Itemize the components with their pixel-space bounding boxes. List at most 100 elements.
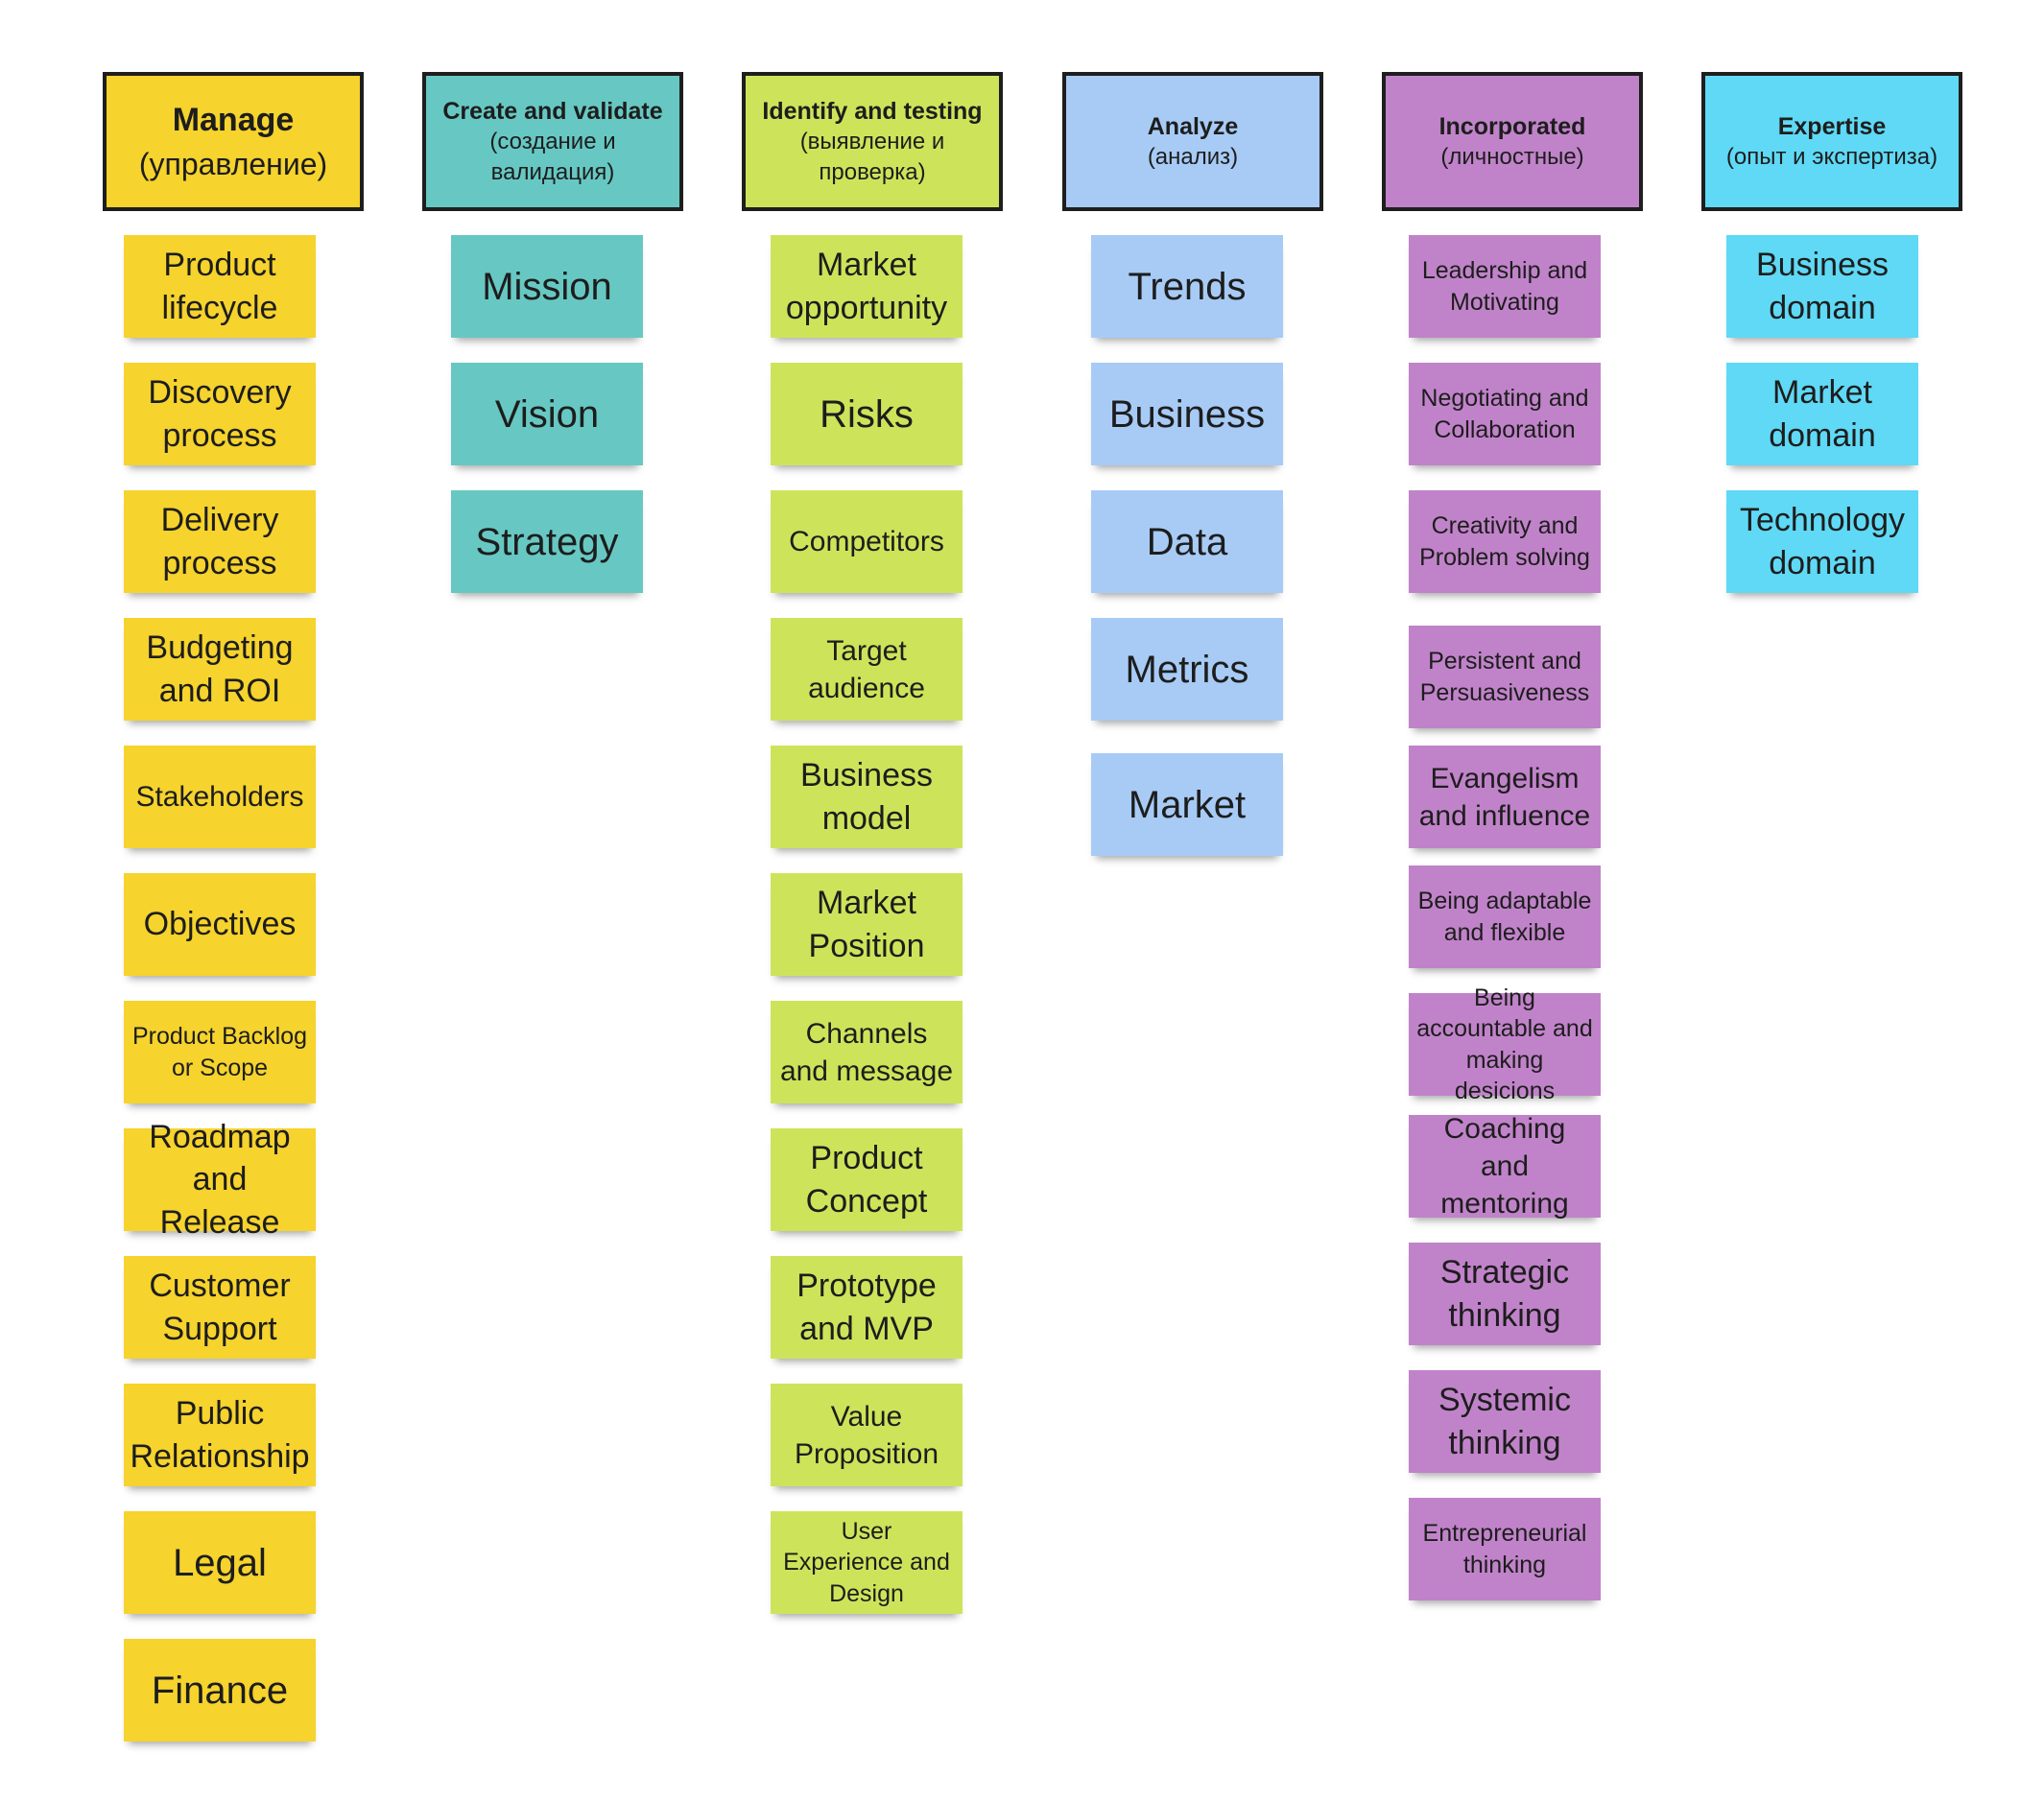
note-text: Strategic thinking — [1439, 1254, 1570, 1334]
sticky-note[interactable]: Leadership and Motivating — [1409, 235, 1601, 338]
note-text: Product lifecycle — [161, 247, 278, 326]
note-text: Channels and message — [779, 1017, 954, 1087]
sticky-note[interactable]: Business domain — [1726, 235, 1918, 338]
sticky-note[interactable]: Value Proposition — [771, 1384, 963, 1486]
sticky-note[interactable]: Market Position — [771, 873, 963, 976]
note-text: Budgeting and ROI — [146, 629, 294, 709]
sticky-note[interactable]: Evangelism and influence — [1409, 746, 1601, 848]
note-text: Target audience — [808, 634, 925, 704]
note-text: Delivery process — [160, 502, 279, 581]
sticky-note[interactable]: Product lifecycle — [124, 235, 316, 338]
note-text: Negotiating and Collaboration — [1420, 385, 1589, 443]
note-text: Customer Support — [149, 1268, 291, 1347]
note-text: Data — [1146, 520, 1228, 563]
note-text: Prototype and MVP — [796, 1268, 937, 1347]
sticky-note[interactable]: Persistent and Persuasiveness — [1409, 626, 1601, 728]
sticky-note[interactable]: Creativity and Problem solving — [1409, 490, 1601, 593]
note-text: Vision — [494, 392, 600, 436]
sticky-note[interactable]: Mission — [451, 235, 643, 338]
sticky-note[interactable]: Product Backlog or Scope — [124, 1001, 316, 1103]
sticky-note[interactable]: Business model — [771, 746, 963, 848]
sticky-note[interactable]: Customer Support — [124, 1256, 316, 1359]
column-header-incorporated[interactable]: Incorporated (личностные) — [1382, 72, 1643, 211]
note-text: Finance — [151, 1669, 289, 1712]
sticky-note[interactable]: Strategic thinking — [1409, 1243, 1601, 1345]
column-header-identify-and-testing[interactable]: Identify and testing (выявление и провер… — [742, 72, 1003, 211]
note-text: Market Position — [808, 885, 925, 964]
sticky-note[interactable]: User Experience and Design — [771, 1511, 963, 1614]
note-text: Legal — [173, 1541, 267, 1584]
column-header-expertise[interactable]: Expertise (опыт и экспертиза) — [1701, 72, 1962, 211]
note-text: Competitors — [789, 526, 944, 557]
sticky-note[interactable]: Trends — [1091, 235, 1283, 338]
column-header-create-and-validate[interactable]: Create and validate (создание и валидаци… — [422, 72, 683, 211]
sticky-note[interactable]: Metrics — [1091, 618, 1283, 721]
note-text: Business domain — [1756, 247, 1889, 326]
column-subtitle: (создание и валидация) — [489, 128, 616, 185]
column-subtitle: (личностные) — [1440, 143, 1584, 170]
note-text: Evangelism and influence — [1418, 762, 1591, 832]
sticky-note[interactable]: Data — [1091, 490, 1283, 593]
note-text: Being adaptable and flexible — [1417, 888, 1592, 946]
sticky-note[interactable]: Vision — [451, 363, 643, 465]
note-text: Entrepreneurial thinking — [1422, 1520, 1587, 1578]
note-text: Value Proposition — [794, 1400, 939, 1470]
note-text: Stakeholders — [135, 781, 304, 813]
column-subtitle: (выявление и проверка) — [799, 128, 945, 185]
sticky-note[interactable]: Coaching and mentoring — [1409, 1113, 1601, 1220]
column-subtitle: (анализ) — [1147, 143, 1239, 170]
note-text: Being accountable and making desicions — [1416, 983, 1593, 1105]
sticky-note[interactable]: Budgeting and ROI — [124, 618, 316, 721]
column-manage: Manage (управление) Product lifecycle Di… — [103, 72, 364, 1742]
sticky-note[interactable]: Competitors — [771, 490, 963, 593]
note-text: Objectives — [143, 906, 297, 943]
sticky-note[interactable]: Entrepreneurial thinking — [1409, 1498, 1601, 1600]
sticky-note[interactable]: Risks — [771, 363, 963, 465]
sticky-note[interactable]: Public Relationship — [124, 1384, 316, 1486]
note-text: Strategy — [475, 520, 619, 563]
column-title: Expertise — [1777, 112, 1887, 140]
sticky-note[interactable]: Delivery process — [124, 490, 316, 593]
sticky-note[interactable]: Objectives — [124, 873, 316, 976]
note-text: Mission — [482, 265, 612, 308]
column-title: Analyze — [1147, 112, 1239, 140]
sticky-note[interactable]: Finance — [124, 1639, 316, 1742]
sticky-note[interactable]: Technology domain — [1726, 490, 1918, 593]
column-header-manage[interactable]: Manage (управление) — [103, 72, 364, 211]
column-title: Create and validate — [442, 97, 663, 125]
note-text: Trends — [1128, 265, 1247, 308]
note-text: Product Concept — [805, 1140, 928, 1220]
sticky-note[interactable]: Market domain — [1726, 363, 1918, 465]
sticky-note[interactable]: Market — [1091, 753, 1283, 856]
sticky-note[interactable]: Product Concept — [771, 1128, 963, 1231]
column-analyze: Analyze (анализ) Trends Business Data Me… — [1062, 72, 1323, 856]
sticky-note[interactable]: Market opportunity — [771, 235, 963, 338]
column-title: Manage — [172, 101, 295, 138]
note-text: Market domain — [1769, 374, 1876, 454]
sticky-note[interactable]: Being adaptable and flexible — [1409, 865, 1601, 968]
sticky-note[interactable]: Strategy — [451, 490, 643, 593]
note-text: User Experience and Design — [783, 1517, 950, 1607]
note-text: Creativity and Problem solving — [1419, 512, 1590, 571]
note-text: Systemic thinking — [1438, 1382, 1571, 1461]
note-text: Discovery process — [148, 374, 292, 454]
column-header-analyze[interactable]: Analyze (анализ) — [1062, 72, 1323, 211]
sticky-note[interactable]: Stakeholders — [124, 746, 316, 848]
sticky-note[interactable]: Negotiating and Collaboration — [1409, 363, 1601, 465]
sticky-note[interactable]: Business — [1091, 363, 1283, 465]
sticky-note[interactable]: Target audience — [771, 618, 963, 721]
column-expertise: Expertise (опыт и экспертиза) Business d… — [1701, 72, 1962, 593]
sticky-note[interactable]: Being accountable and making desicions — [1409, 984, 1601, 1104]
sticky-note[interactable]: Systemic thinking — [1409, 1370, 1601, 1473]
column-incorporated: Incorporated (личностные) Leadership and… — [1382, 72, 1643, 1600]
sticky-note[interactable]: Prototype and MVP — [771, 1256, 963, 1359]
note-text: Business model — [800, 757, 933, 837]
sticky-note[interactable]: Discovery process — [124, 363, 316, 465]
sticky-note[interactable]: Roadmap and Release — [124, 1119, 316, 1241]
sticky-note[interactable]: Channels and message — [771, 1001, 963, 1103]
note-text: Persistent and Persuasiveness — [1419, 648, 1590, 706]
note-text: Market opportunity — [785, 247, 948, 326]
column-subtitle: (управление) — [138, 146, 328, 181]
sticky-note[interactable]: Legal — [124, 1511, 316, 1614]
